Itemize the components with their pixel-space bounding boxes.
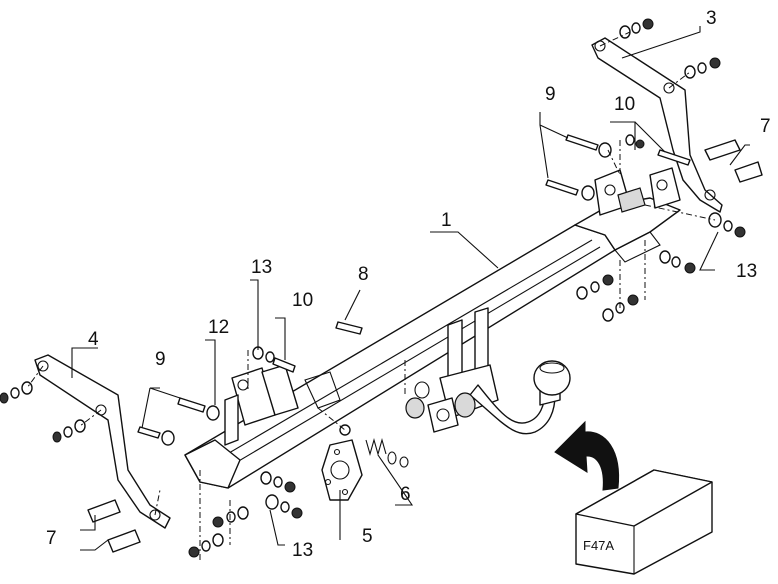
callout-bracket-left: 4 [88, 329, 99, 350]
callout-bolt-left: 7 [46, 528, 57, 549]
callout-screws-left: 9 [155, 349, 166, 370]
model-box-label: F47A [583, 538, 614, 553]
callout-washer-right: 13 [736, 261, 757, 282]
callout-numbers: 1 3 4 5 6 7 7 8 9 9 10 10 12 13 13 13 [46, 8, 771, 561]
callout-bracket-right: 3 [706, 8, 717, 29]
callout-bolt-right: 7 [760, 116, 771, 137]
callout-washer-left-bottom: 13 [292, 540, 313, 561]
callout-spring: 6 [400, 484, 411, 505]
callout-washer-left-top: 13 [251, 257, 272, 278]
callout-pin: 8 [358, 264, 369, 285]
callout-bolt-pair-left: 10 [292, 290, 313, 311]
tow-neck [405, 307, 571, 435]
leader-lines [71, 26, 750, 551]
callout-socket-plate: 5 [362, 526, 373, 547]
callout-bolt-pair-right: 10 [614, 94, 635, 115]
spring [365, 437, 409, 468]
pointer-arrow [554, 420, 620, 491]
callout-frame: 1 [441, 210, 452, 231]
callout-clamp-left: 12 [208, 317, 229, 338]
fasteners [0, 18, 763, 558]
bracket-right [591, 37, 723, 213]
beam-left-tabs [224, 364, 299, 446]
bracket-left [34, 354, 171, 529]
assembly-guides [26, 31, 716, 560]
beam-right-tabs [594, 167, 681, 216]
socket-plate [321, 439, 363, 501]
model-box: F47A [575, 469, 713, 575]
callout-screws-right: 9 [545, 84, 556, 105]
